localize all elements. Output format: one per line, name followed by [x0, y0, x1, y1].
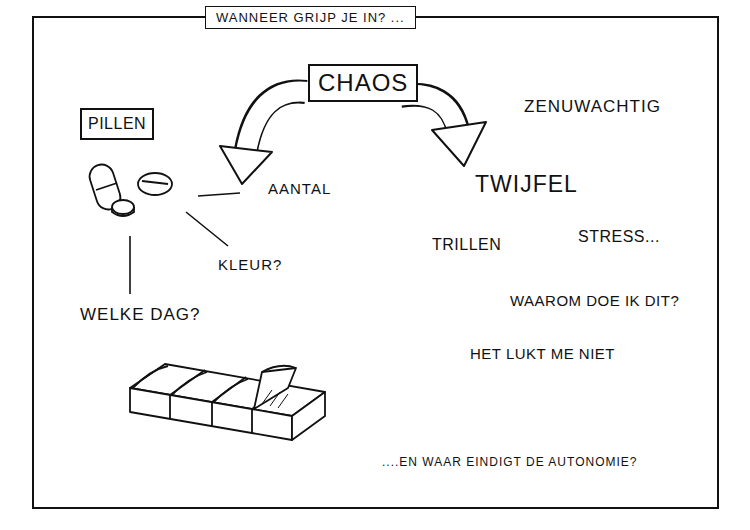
sketch-label: WELKE DAG?: [80, 306, 201, 325]
sketch-label: TRILLEN: [432, 236, 501, 254]
sketch-label: WAAROM DOE IK DIT?: [510, 293, 679, 310]
sketch-label: AANTAL: [268, 181, 331, 198]
leader-lines: [130, 193, 240, 294]
title-box: WANNEER GRIJP JE IN? ...: [205, 6, 416, 29]
sketch-label: KLEUR?: [218, 257, 282, 274]
node-text: CHAOS: [318, 70, 408, 96]
curved-arrow-right: [398, 95, 486, 166]
frame: [33, 17, 718, 508]
pill-organizer-drawing: [130, 364, 325, 440]
pill-box: PILLEN: [80, 108, 154, 140]
node-text: PILLEN: [88, 115, 146, 133]
title-text: WANNEER GRIJP JE IN? ...: [216, 10, 405, 25]
sketch-label: STRESS...: [578, 228, 660, 246]
sketch-label: ZENUWACHTIG: [524, 98, 661, 117]
sketch-label: ....EN WAAR EINDIGT DE AUTONOMIE?: [382, 456, 637, 469]
sketch-label: TWIJFEL: [475, 172, 578, 197]
pills-drawing: [86, 161, 172, 216]
sketch-label: HET LUKT ME NIET: [470, 346, 615, 363]
curved-arrow-left: [220, 91, 308, 184]
chaos-box: CHAOS: [308, 64, 418, 102]
